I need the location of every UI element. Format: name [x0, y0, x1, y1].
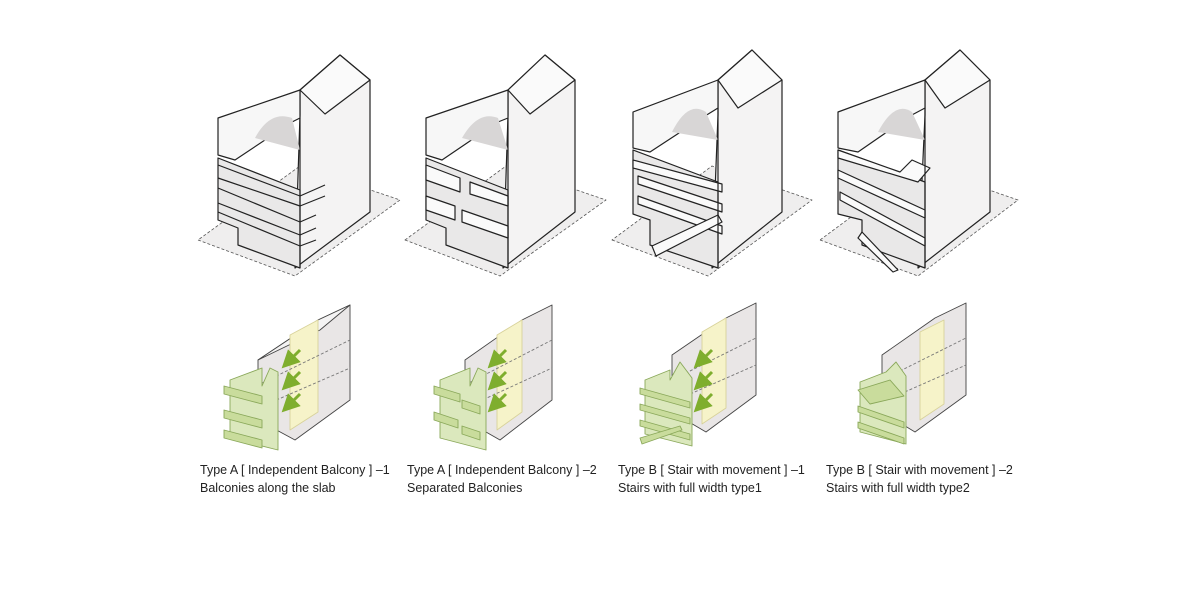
core-strip-1 [289, 319, 319, 431]
core-strip-4 [919, 319, 945, 421]
caption-subtitle-4: Stairs with full width type2 [826, 481, 970, 495]
building-model-4 [819, 49, 1019, 277]
exploded-diagram-3 [639, 302, 757, 447]
exploded-diagram-4 [857, 302, 967, 445]
caption-subtitle-2: Separated Balconies [407, 481, 523, 495]
building-model-3 [611, 49, 813, 277]
exploded-diagram-2 [433, 304, 553, 451]
caption-2: Type A [ Independent Balcony ] –2 Separa… [407, 461, 617, 497]
caption-1: Type A [ Independent Balcony ] –1 Balcon… [200, 461, 410, 497]
balcony-panel-2 [439, 367, 487, 451]
caption-4: Type B [ Stair with movement ] –2 Stairs… [826, 461, 1036, 497]
caption-title-4: Type B [ Stair with movement ] –2 [826, 463, 1013, 477]
core-strip-3 [701, 317, 727, 425]
caption-subtitle-3: Stairs with full width type1 [618, 481, 762, 495]
core-strip-2 [496, 319, 523, 431]
caption-title-2: Type A [ Independent Balcony ] –2 [407, 463, 597, 477]
caption-3: Type B [ Stair with movement ] –1 Stairs… [618, 461, 828, 497]
caption-subtitle-1: Balconies along the slab [200, 481, 336, 495]
building-model-2 [404, 54, 607, 277]
exploded-diagram-1 [223, 304, 351, 451]
caption-title-1: Type A [ Independent Balcony ] –1 [200, 463, 390, 477]
caption-title-3: Type B [ Stair with movement ] –1 [618, 463, 805, 477]
building-model-1 [197, 54, 401, 277]
